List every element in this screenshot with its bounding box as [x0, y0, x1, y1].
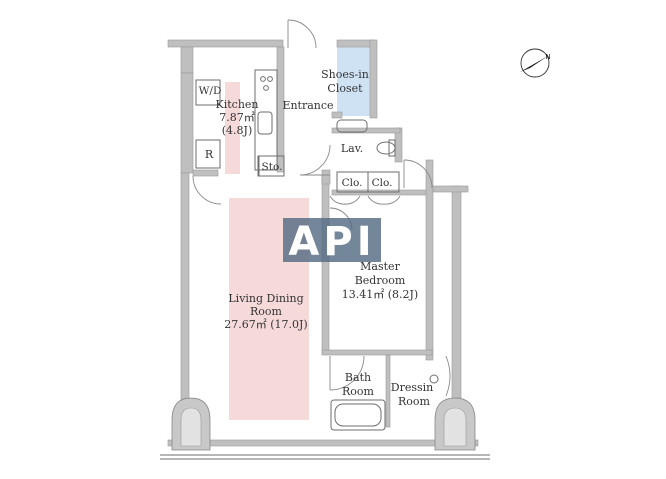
- label-bath-2: Room: [342, 385, 375, 398]
- label-bedroom-1: Master: [360, 260, 400, 273]
- label-shoes-closet-1: Shoes-in: [321, 68, 369, 81]
- label-shoes-closet-2: Closet: [327, 82, 363, 95]
- lavatory-fixtures: [336, 119, 396, 157]
- dressing-fixtures: [429, 355, 451, 397]
- column-left: [171, 397, 211, 451]
- compass-icon: N: [520, 48, 551, 78]
- label-closet-2: Clo.: [372, 177, 393, 189]
- label-bedroom-2: Bedroom: [355, 274, 406, 287]
- svg-text:API: API: [288, 219, 375, 265]
- storage-box: [258, 155, 285, 177]
- api-watermark: API: [283, 218, 381, 265]
- label-ldr-2: Room: [250, 305, 283, 318]
- label-wd: W/D: [199, 85, 222, 97]
- kitchen-highlight: [225, 82, 240, 174]
- column-right: [434, 397, 476, 451]
- label-ldr-1: Living Dining: [228, 292, 303, 305]
- compass-label: N: [545, 53, 550, 61]
- label-bath-1: Bath: [345, 371, 371, 384]
- label-fridge: R: [205, 148, 214, 161]
- fridge-box: [195, 139, 221, 169]
- closet-box-2: [367, 171, 400, 193]
- label-entrance: Entrance: [282, 99, 333, 112]
- label-dressing-1: Dressin: [391, 381, 433, 394]
- label-storage: Sto.: [262, 161, 283, 173]
- label-kitchen-jo: (4.8J): [222, 124, 253, 137]
- doors: [192, 19, 433, 391]
- label-ldr-area: 27.67㎡ (17.0J): [224, 318, 307, 331]
- label-dressing-2: Room: [398, 395, 431, 408]
- label-kitchen-area: 7.87㎡: [219, 111, 255, 124]
- label-kitchen-name: Kitchen: [216, 98, 259, 111]
- bathtub: [330, 399, 386, 431]
- label-closet-1: Clo.: [342, 177, 363, 189]
- shoes-closet-fill: [337, 46, 370, 116]
- label-bedroom-area: 13.41㎡ (8.2J): [342, 288, 418, 301]
- label-lavatory: Lav.: [341, 142, 363, 155]
